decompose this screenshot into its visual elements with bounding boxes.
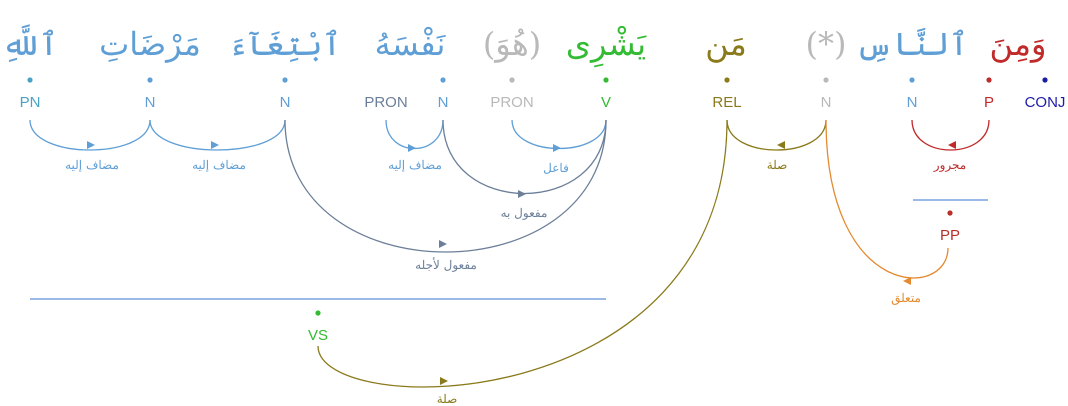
tag-conj: CONJ	[1025, 94, 1066, 111]
arrowhead	[553, 144, 561, 152]
tag-pp: PP	[940, 227, 960, 244]
tag-p: P	[984, 94, 994, 111]
tag-n: N	[907, 94, 918, 111]
word-huwa-hidden: (هُوَ)	[483, 25, 541, 63]
dot-n4	[823, 77, 829, 83]
arc-idafa-3	[385, 119, 444, 150]
dot-pron2	[509, 77, 515, 83]
arrowhead	[439, 240, 447, 248]
relation-label-idafa: مضاف إليه	[192, 158, 246, 173]
tag-pn: PN	[20, 94, 41, 111]
word-hidden-star: (*)	[806, 25, 847, 63]
arrowhead	[948, 141, 956, 149]
dot-p	[986, 77, 992, 83]
dot-rel	[724, 77, 730, 83]
word-allah: ٱللَّهِ	[2, 23, 58, 63]
arrowhead	[408, 144, 416, 152]
relation-label-idafa: مضاف إليه	[388, 158, 442, 173]
arrowhead	[903, 277, 911, 285]
arrowhead	[211, 141, 219, 149]
arc-idafa-1	[29, 119, 151, 151]
dot-n3	[440, 77, 446, 83]
word-mardat: مَرْضَاتِ	[99, 25, 201, 63]
arc-sila-1	[726, 119, 827, 151]
word-annas: ٱلنَّاسِ	[856, 25, 969, 63]
word-man: مَن	[705, 25, 747, 63]
relation-label-purpose: مفعول لأجله	[415, 257, 477, 272]
relation-label-idafa: مضاف إليه	[65, 158, 119, 173]
relation-label-sila: صلة	[437, 392, 458, 406]
arc-mutaalliq	[825, 119, 949, 279]
arrowhead	[777, 141, 785, 149]
dot-vs	[315, 310, 321, 316]
relation-label-mutaalliq: متعلق	[891, 291, 921, 305]
tag-rel: REL	[712, 94, 741, 111]
tag-pron: PRON	[364, 94, 407, 111]
arc-arrowheads	[87, 141, 956, 385]
relation-label-fail: فاعل	[543, 161, 569, 175]
dot-conj	[1042, 77, 1048, 83]
relation-label-majrur: مجرور	[933, 158, 966, 172]
dot-pn	[27, 77, 33, 83]
word-yashri: يَشْرِى	[566, 25, 647, 68]
dot-n5	[909, 77, 915, 83]
word-ibtigha: ٱبْتِغَآءَ	[229, 25, 342, 63]
arc-idafa-2	[149, 119, 286, 151]
dot-v	[603, 77, 609, 83]
arc-object	[442, 119, 607, 194]
token-dots	[27, 77, 1048, 83]
arc-sila-2	[317, 119, 728, 388]
tag-n: N	[145, 94, 156, 111]
word-wamina: وَمِنَ	[990, 25, 1047, 63]
arrowhead	[87, 141, 95, 149]
relation-label-object: مفعول به	[501, 206, 548, 220]
dot-pp	[947, 210, 953, 216]
word-nafsahu: نَفْسَهُ	[375, 25, 447, 63]
relation-label-sila: صلة	[767, 158, 788, 172]
dot-n1	[147, 77, 153, 83]
tag-n: N	[438, 94, 449, 111]
arc-fail	[511, 119, 607, 150]
tag-vs: VS	[308, 327, 328, 344]
arrowhead	[440, 377, 448, 385]
arrowhead	[518, 190, 526, 198]
dot-n2	[282, 77, 288, 83]
arc-majrur	[911, 119, 990, 151]
tag-n: N	[280, 94, 291, 111]
tag-pron-hidden: PRON	[490, 94, 533, 111]
tag-n-hidden: N	[821, 94, 832, 111]
arc-purpose	[284, 119, 607, 253]
tag-v: V	[601, 94, 611, 111]
